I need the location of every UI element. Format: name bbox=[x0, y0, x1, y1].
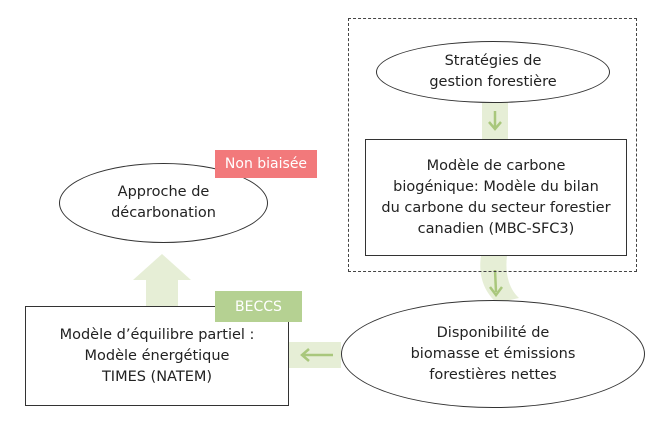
availability-node: Disponibilité de biomasse et émissions f… bbox=[341, 300, 645, 408]
carbon-model-node: Modèle de carbone biogénique: Modèle du … bbox=[365, 139, 627, 256]
beccs-tag: BECCS bbox=[215, 291, 302, 322]
unbiased-tag-label: Non biaisée bbox=[224, 156, 308, 172]
beccs-tag-label: BECCS bbox=[235, 298, 282, 315]
band-carbon-to-availability bbox=[480, 256, 519, 303]
unbiased-tag: Non biaisée bbox=[215, 150, 317, 178]
arrow-down-icon bbox=[489, 269, 503, 298]
availability-label: Disponibilité de biomasse et émissions f… bbox=[410, 324, 576, 383]
equilibrium-model-label: Modèle d’équilibre partiel : Modèle éner… bbox=[59, 326, 255, 385]
decarbonation-label: Approche de décarbonation bbox=[111, 184, 216, 221]
strategies-label: Stratégies de gestion forestière bbox=[429, 53, 557, 90]
arrow-down-icon bbox=[488, 111, 502, 131]
carbon-model-label: Modèle de carbone biogénique: Modèle du … bbox=[381, 157, 611, 237]
carbon-model-group bbox=[348, 18, 637, 272]
strategies-node: Stratégies de gestion forestière bbox=[376, 41, 610, 103]
arrow-left-icon bbox=[300, 348, 333, 362]
arrow-up-icon bbox=[133, 254, 191, 306]
equilibrium-model-node: Modèle d’équilibre partiel : Modèle éner… bbox=[25, 306, 289, 406]
